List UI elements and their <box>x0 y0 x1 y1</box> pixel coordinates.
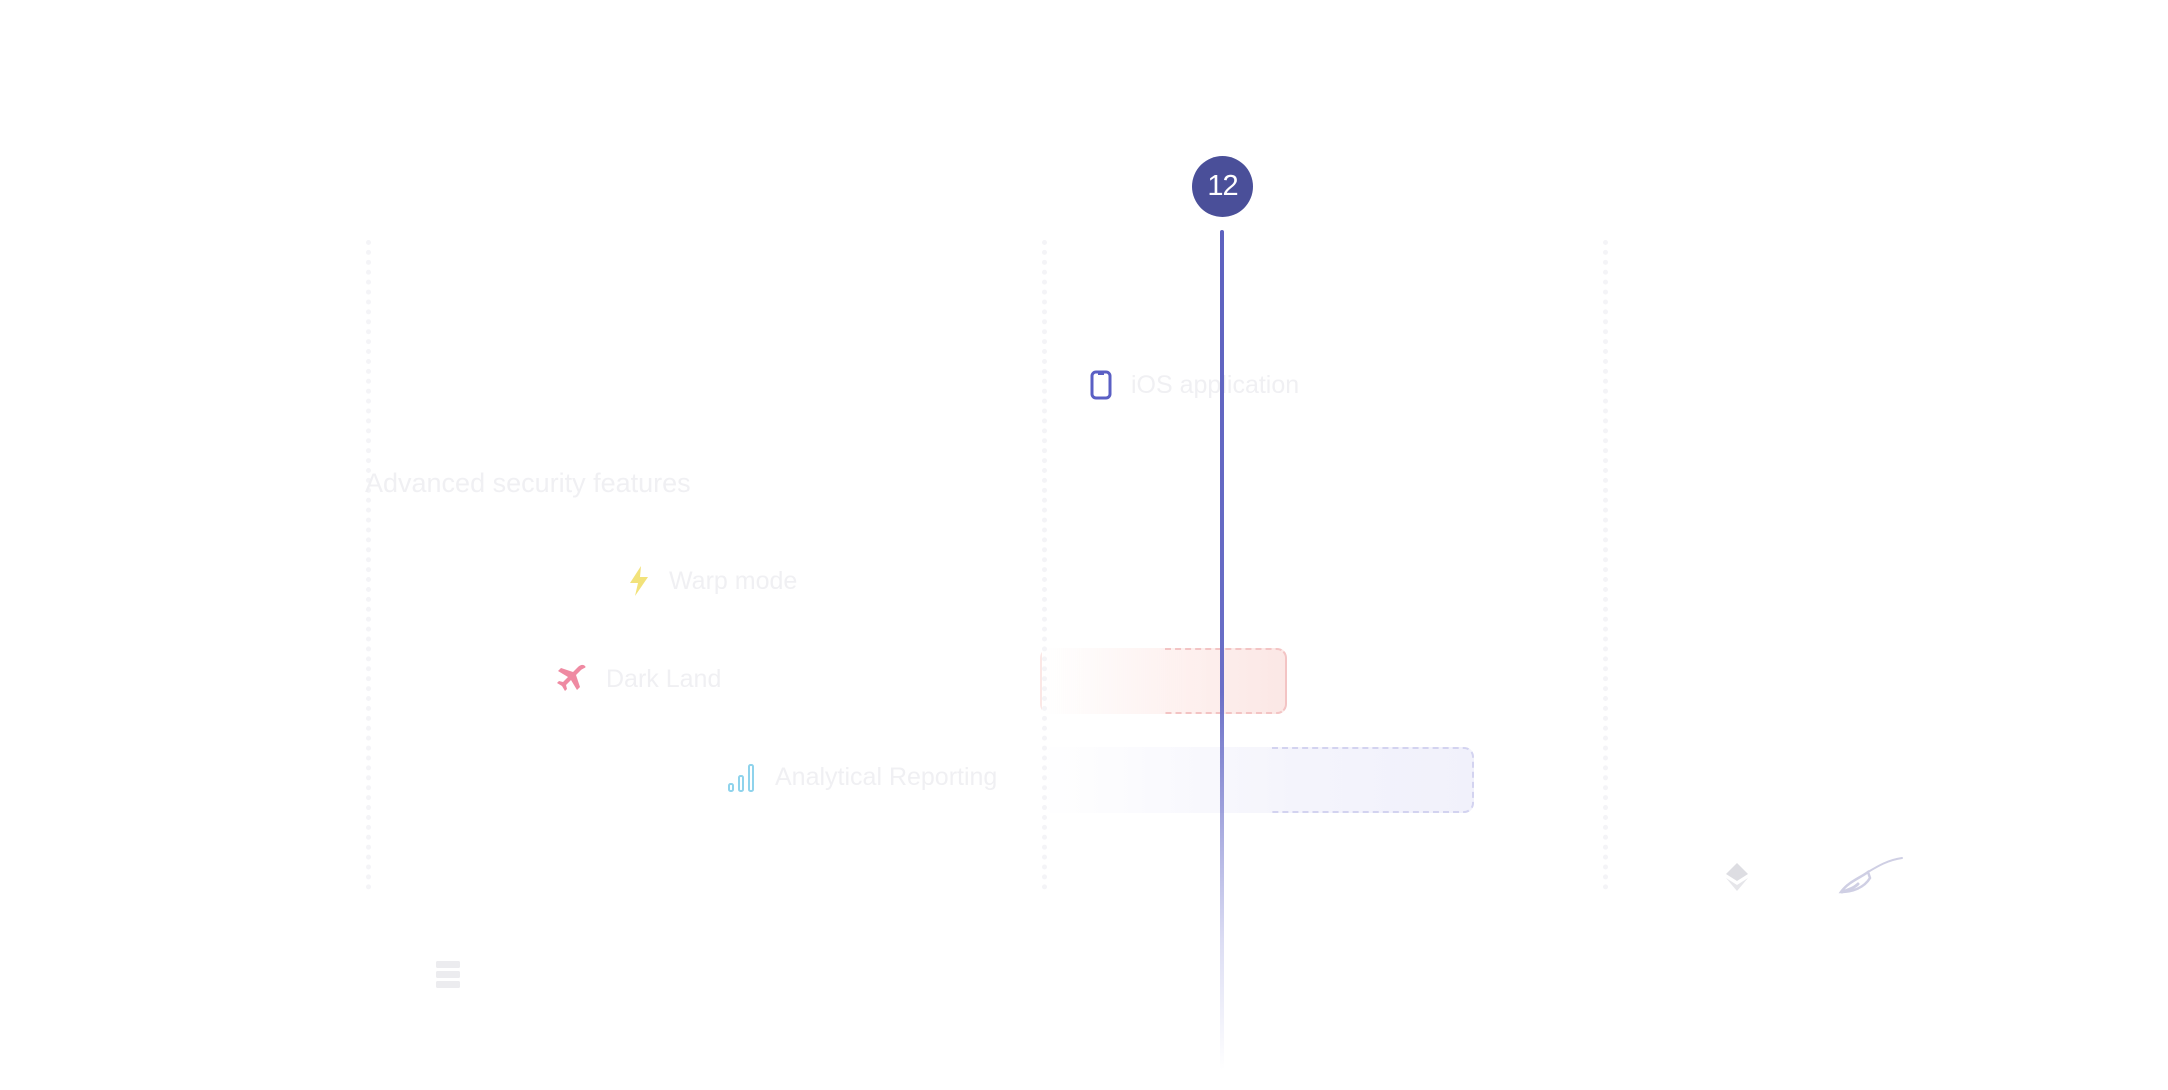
lightning-icon <box>627 565 651 597</box>
phone-icon <box>1089 370 1113 400</box>
timeline-cursor-badge[interactable]: 12 <box>1192 156 1253 217</box>
column-guide <box>366 240 371 890</box>
layers-icon <box>1725 862 1749 897</box>
row-ios-application[interactable]: iOS application <box>1089 370 1299 400</box>
timeline-cursor-line[interactable] <box>1220 230 1224 1070</box>
airplane-icon <box>556 663 588 695</box>
section-heading: Advanced security features <box>365 468 691 498</box>
row-analytical-reporting[interactable]: Analytical Reporting <box>727 762 997 792</box>
bar-chart-icon <box>727 762 757 792</box>
brush-icon <box>1838 856 1904 901</box>
row-label: Warp mode <box>669 566 798 595</box>
column-guide <box>1603 240 1608 890</box>
row-label: iOS application <box>1131 370 1300 399</box>
database-icon <box>436 961 460 994</box>
column-guide <box>1042 240 1047 890</box>
row-warp-mode[interactable]: Warp mode <box>627 565 797 597</box>
row-dark-land[interactable]: Dark Land <box>556 663 721 695</box>
dark-land-bar[interactable] <box>1040 648 1287 714</box>
row-label: Dark Land <box>606 664 722 693</box>
analytical-reporting-bar[interactable] <box>1040 747 1474 813</box>
row-label: Analytical Reporting <box>775 762 998 791</box>
